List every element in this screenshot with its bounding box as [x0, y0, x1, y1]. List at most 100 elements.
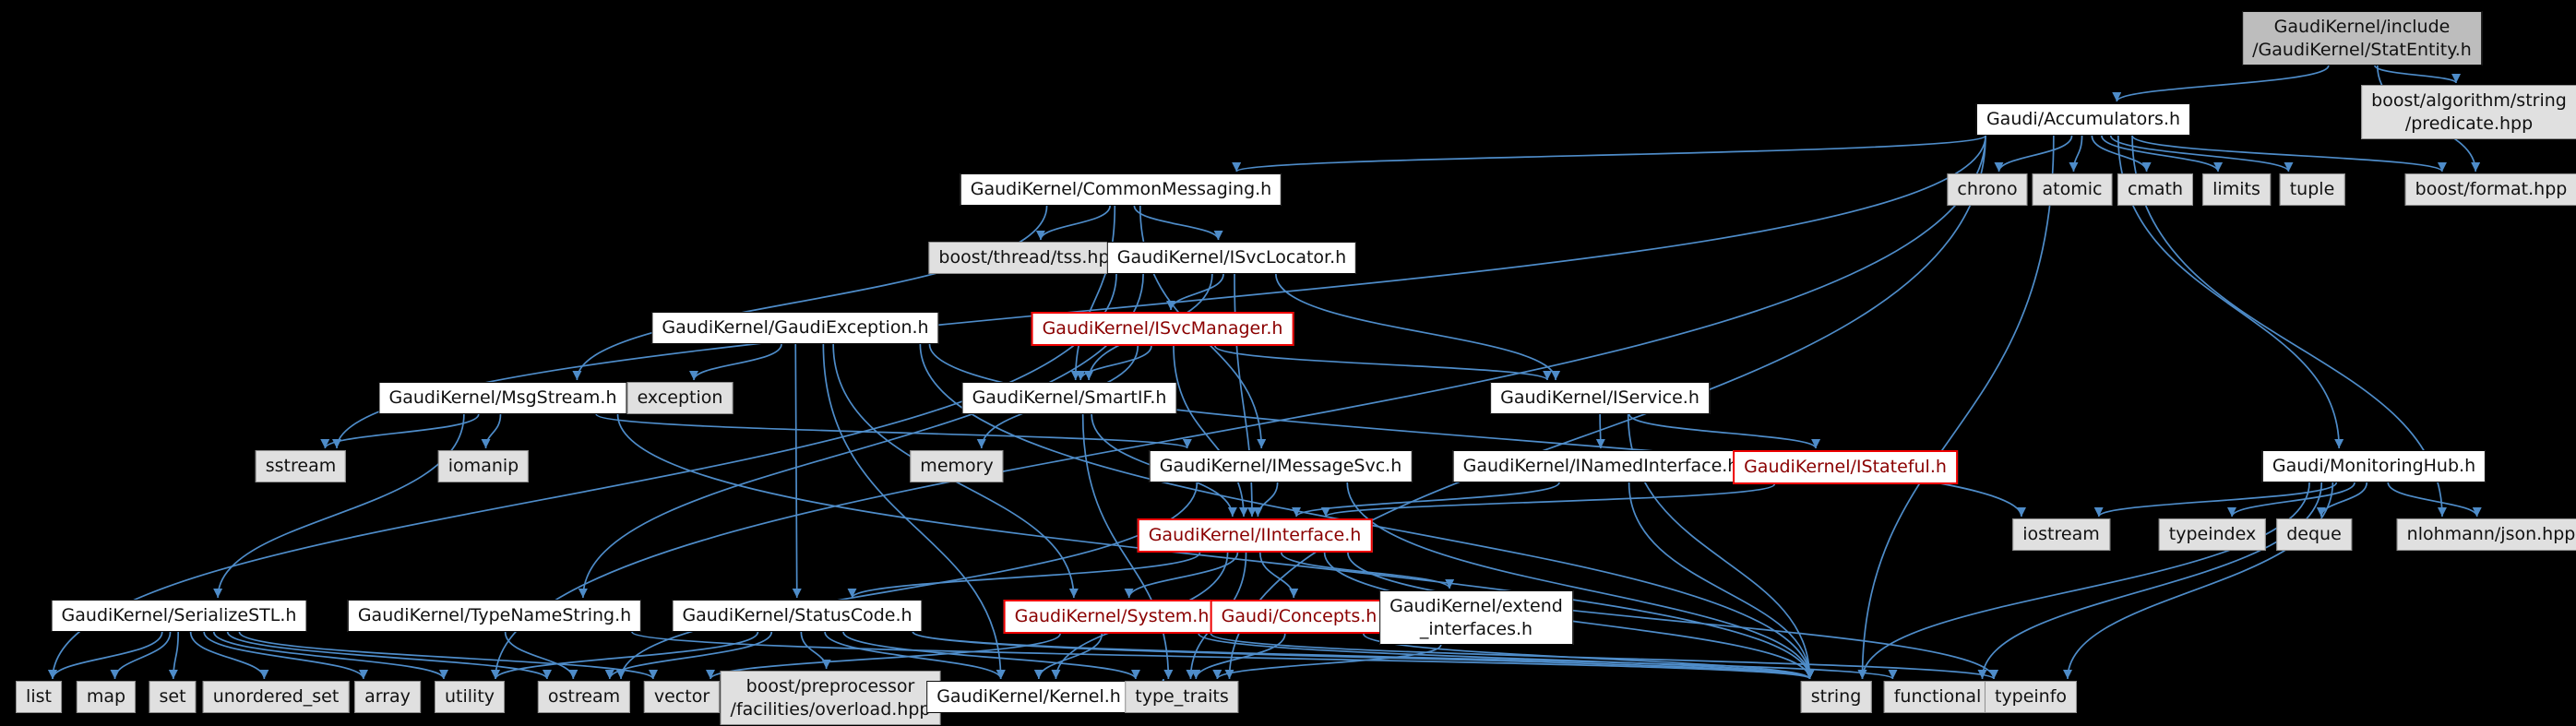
edge-iinterface-extend_interfaces: [1280, 552, 1455, 589]
edge-concepts-type_traits: [1191, 633, 1286, 680]
edge-serializestl-map: [110, 631, 172, 680]
edge-statuscode-kernel: [824, 631, 1006, 680]
edge-statuscode-type_traits: [842, 631, 1140, 680]
graph-node-iostream: iostream: [2012, 518, 2110, 551]
edge-serializestl-array: [203, 631, 368, 680]
graph-node-smartif[interactable]: GaudiKernel/SmartIF.h: [961, 382, 1177, 414]
edge-accumulators-limits: [2101, 135, 2224, 173]
graph-node-msgstream[interactable]: GaudiKernel/MsgStream.h: [378, 382, 627, 414]
edge-gaudiexception-statuscode: [792, 343, 802, 599]
graph-node-vector: vector: [643, 681, 721, 713]
graph-node-cmath: cmath: [2117, 173, 2194, 206]
graph-node-tss: boost/thread/tss.hpp: [928, 242, 1131, 274]
edge-imessagesvc-iinterface: [1253, 482, 1279, 518]
graph-node-ostream: ostream: [537, 681, 631, 713]
graph-node-istateful[interactable]: GaudiKernel/IStateful.h: [1733, 450, 1958, 484]
edge-msgstream-string: [616, 413, 1815, 680]
graph-node-accumulators[interactable]: Gaudi/Accumulators.h: [1975, 103, 2191, 136]
graph-node-string: string: [1800, 681, 1872, 713]
graph-node-deque: deque: [2276, 518, 2352, 551]
graph-node-concepts[interactable]: Gaudi/Concepts.h: [1210, 600, 1389, 634]
graph-node-iomanip: iomanip: [437, 450, 530, 482]
graph-node-system[interactable]: GaudiKernel/System.h: [1003, 600, 1221, 634]
edge-gaudiexception-iostream: [928, 343, 2026, 518]
graph-node-set: set: [149, 681, 197, 713]
edge-iservice-inamedinterface: [1595, 413, 1605, 449]
graph-node-stat_entity: GaudiKernel/include /GaudiKernel/StatEnt…: [2242, 11, 2482, 66]
edge-system-typeinfo: [1210, 633, 1998, 680]
graph-node-inamedinterface[interactable]: GaudiKernel/INamedInterface.h: [1452, 450, 1749, 482]
graph-node-monitoringhub[interactable]: Gaudi/MonitoringHub.h: [2261, 450, 2487, 482]
edge-typenamestring-ostream: [504, 631, 578, 680]
edge-isvcmanager-smartif: [1076, 345, 1152, 381]
graph-node-functional: functional: [1883, 681, 1992, 713]
edge-accumulators-string: [1857, 135, 2055, 680]
graph-node-memory: memory: [910, 450, 1004, 482]
edge-inamedinterface-iinterface: [1292, 482, 1560, 518]
edge-isvclocator-iservice: [1275, 273, 1561, 381]
graph-node-list: list: [16, 681, 62, 713]
edge-monitoringhub-typeindex: [2227, 482, 2355, 518]
edge-gaudiexception-kernel: [822, 343, 1006, 680]
graph-node-json: nlohmann/json.hpp: [2396, 518, 2576, 551]
edge-accumulators-chrono: [1994, 135, 2073, 173]
edge-monitoringhub-deque: [2316, 482, 2368, 518]
graph-node-extend_interfaces[interactable]: GaudiKernel/extend _interfaces.h: [1379, 590, 1573, 646]
edge-iservice-istateful: [1628, 413, 1820, 449]
edge-msgstream-imessagesvc: [595, 413, 1192, 449]
edge-accumulators-common_messaging: [1232, 135, 1986, 173]
edge-stat_entity-accumulators: [2112, 65, 2330, 102]
edge-statuscode-utility: [491, 631, 759, 680]
edge-serializestl-set: [168, 631, 180, 680]
edge-isvclocator-isvcmanager: [1166, 273, 1224, 311]
edge-msgstream-sstream: [320, 413, 480, 449]
edge-iinterface-statuscode: [847, 552, 1201, 599]
graph-node-gaudiexception[interactable]: GaudiKernel/GaudiException.h: [651, 312, 939, 344]
graph-node-isvclocator[interactable]: GaudiKernel/ISvcLocator.h: [1106, 242, 1357, 274]
edge-extend_interfaces-type_traits: [1212, 644, 1442, 680]
edge-system-kernel: [1033, 633, 1103, 680]
edge-imessagesvc-string: [1346, 482, 1815, 680]
graph-node-typeindex: typeindex: [2158, 518, 2267, 551]
edge-statuscode-functional: [912, 631, 1898, 680]
edge-serializestl-list: [48, 631, 163, 680]
graph-node-typenamestring[interactable]: GaudiKernel/TypeNameString.h: [347, 600, 642, 632]
graph-node-typeinfo: typeinfo: [1984, 681, 2078, 713]
graph-node-predicate: boost/algorithm/string /predicate.hpp: [2361, 85, 2576, 140]
graph-node-sstream: sstream: [255, 450, 347, 482]
edge-msgstream-iomanip: [481, 413, 502, 449]
edge-common_messaging-isvclocator: [1133, 205, 1223, 241]
edge-serializestl-utility: [212, 631, 448, 680]
edge-common_messaging-smartif: [1070, 205, 1116, 381]
edge-iinterface-typeinfo: [1347, 552, 1998, 680]
graph-node-unordered_set: unordered_set: [202, 681, 350, 713]
edge-monitoringhub-iostream: [2093, 482, 2338, 518]
edge-isvcmanager-iinterface: [1173, 345, 1248, 518]
edge-accumulators-boost_format: [2131, 135, 2447, 173]
edge-isvcmanager-iservice: [1214, 345, 1552, 381]
graph-node-array: array: [354, 681, 421, 713]
graph-node-kernel[interactable]: GaudiKernel/Kernel.h: [926, 681, 1131, 713]
edge-typenamestring-string: [631, 631, 1814, 680]
edge-gaudiexception-exception: [689, 343, 782, 381]
graph-node-limits: limits: [2202, 173, 2271, 206]
edge-serializestl-ostream: [226, 631, 552, 680]
graph-node-boost_format: boost/format.hpp: [2404, 173, 2576, 206]
graph-node-chrono: chrono: [1947, 173, 2028, 206]
graph-node-serializestl[interactable]: GaudiKernel/SerializeSTL.h: [51, 600, 307, 632]
edge-accumulators-type_traits: [1224, 135, 1986, 680]
graph-node-imessagesvc[interactable]: GaudiKernel/IMessageSvc.h: [1149, 450, 1413, 482]
edge-system-string: [1198, 633, 1815, 680]
graph-node-iservice[interactable]: GaudiKernel/IService.h: [1490, 382, 1710, 414]
graph-node-isvcmanager[interactable]: GaudiKernel/ISvcManager.h: [1031, 312, 1294, 346]
graph-node-statuscode[interactable]: GaudiKernel/StatusCode.h: [672, 600, 923, 632]
graph-node-iinterface[interactable]: GaudiKernel/IInterface.h: [1137, 518, 1373, 553]
graph-node-common_messaging[interactable]: GaudiKernel/CommonMessaging.h: [960, 173, 1282, 206]
graph-node-map: map: [76, 681, 137, 713]
graph-node-type_traits: type_traits: [1125, 681, 1239, 713]
graph-node-atomic: atomic: [2032, 173, 2113, 206]
edge-inamedinterface-string: [1628, 482, 1815, 680]
edge-smartif-type_traits: [1081, 413, 1174, 680]
